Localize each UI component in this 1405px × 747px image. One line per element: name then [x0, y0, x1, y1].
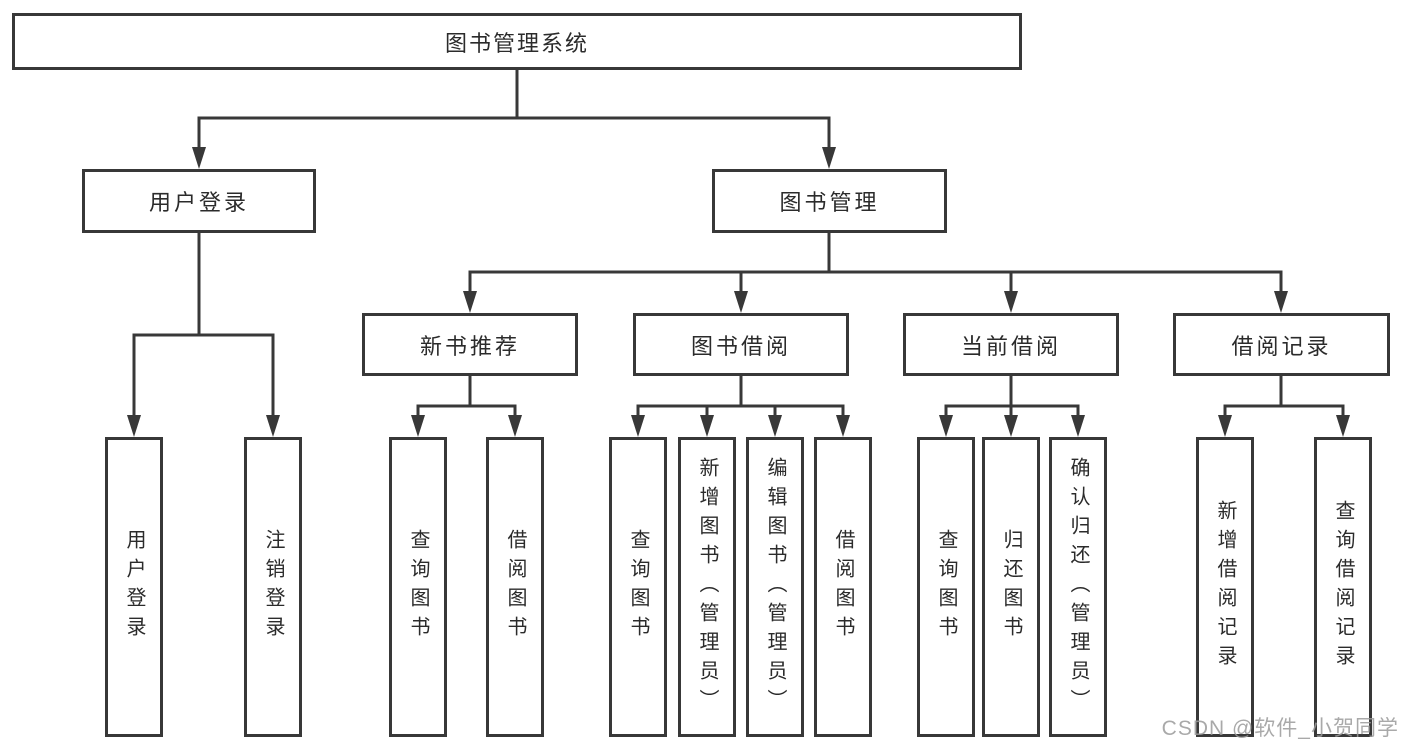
leaf-label: 查询图书	[935, 529, 957, 645]
leaf-borrow-books-recommend: 借阅图书	[486, 437, 544, 737]
leaf-return-books: 归还图书	[982, 437, 1040, 737]
arrow-down-icon	[631, 415, 645, 437]
leaf-edit-books-admin: 编辑图书（管理员）	[746, 437, 804, 737]
connector-book-management-to-modules	[468, 231, 1283, 293]
arrow-down-icon	[266, 415, 280, 437]
arrow-down-icon	[463, 291, 477, 313]
csdn-watermark: CSDN @软件_小贺同学	[1161, 717, 1399, 740]
leaf-label: 用户登录	[123, 529, 145, 645]
arrow-down-icon	[1336, 415, 1350, 437]
connector-current-borrow-to-leaves	[944, 374, 1080, 417]
leaf-label: 查询借阅记录	[1332, 500, 1354, 674]
arrow-down-icon	[508, 415, 522, 437]
leaf-label: 新增借阅记录	[1214, 500, 1236, 674]
arrow-down-icon	[822, 147, 836, 169]
connector-root-to-branches	[197, 68, 831, 151]
arrow-down-icon	[1218, 415, 1232, 437]
leaf-query-books-recommend: 查询图书	[389, 437, 447, 737]
node-user-login: 用户登录	[82, 169, 316, 233]
arrow-down-icon	[734, 291, 748, 313]
leaf-query-borrow-record: 查询借阅记录	[1314, 437, 1372, 737]
connector-borrow-record-to-leaves	[1223, 374, 1345, 417]
arrow-down-icon	[768, 415, 782, 437]
leaf-query-books-current: 查询图书	[917, 437, 975, 737]
leaf-label: 新增图书（管理员）	[696, 456, 718, 718]
node-book-borrowing: 图书借阅	[633, 313, 849, 376]
node-book-management: 图书管理	[712, 169, 947, 233]
leaf-label: 借阅图书	[832, 529, 854, 645]
connector-user-login-to-leaves	[132, 231, 275, 417]
node-library-management-system: 图书管理系统	[12, 13, 1022, 70]
arrow-down-icon	[127, 415, 141, 437]
leaf-add-books-admin: 新增图书（管理员）	[678, 437, 736, 737]
arrow-down-icon	[1274, 291, 1288, 313]
leaf-label: 归还图书	[1000, 529, 1022, 645]
arrow-down-icon	[411, 415, 425, 437]
leaf-label: 编辑图书（管理员）	[764, 456, 786, 718]
arrow-down-icon	[192, 147, 206, 169]
leaf-label: 查询图书	[627, 529, 649, 645]
leaf-add-borrow-record: 新增借阅记录	[1196, 437, 1254, 737]
leaf-user-login: 用户登录	[105, 437, 163, 737]
leaf-label: 借阅图书	[504, 529, 526, 645]
leaf-borrow-books: 借阅图书	[814, 437, 872, 737]
arrow-down-icon	[1004, 415, 1018, 437]
leaf-confirm-return-admin: 确认归还（管理员）	[1049, 437, 1107, 737]
connector-book-borrow-to-leaves	[636, 374, 845, 417]
arrow-down-icon	[939, 415, 953, 437]
node-current-borrowing: 当前借阅	[903, 313, 1119, 376]
leaf-query-books-borrow: 查询图书	[609, 437, 667, 737]
leaf-label: 确认归还（管理员）	[1067, 456, 1089, 718]
leaf-logout: 注销登录	[244, 437, 302, 737]
leaf-label: 查询图书	[407, 529, 429, 645]
arrow-down-icon	[1071, 415, 1085, 437]
node-new-book-recommendation: 新书推荐	[362, 313, 578, 376]
connector-new-book-to-leaves	[416, 374, 517, 417]
arrow-down-icon	[836, 415, 850, 437]
arrow-down-icon	[700, 415, 714, 437]
leaf-label: 注销登录	[262, 529, 284, 645]
arrow-down-icon	[1004, 291, 1018, 313]
node-borrowing-records: 借阅记录	[1173, 313, 1390, 376]
